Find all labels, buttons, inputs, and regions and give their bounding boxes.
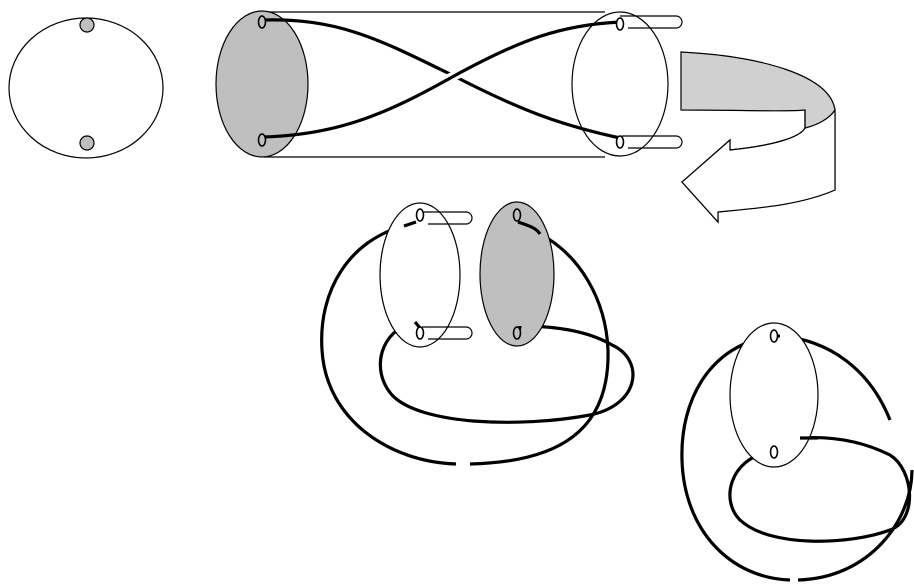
right-disk-upper-hole-icon (512, 208, 522, 222)
upper-peg (620, 15, 683, 29)
final-knot-panel (680, 322, 914, 582)
arrow-head (681, 107, 836, 224)
left-disk-lower-hole-icon (415, 326, 425, 340)
outer-loop-right (469, 232, 610, 466)
joined-disks-panel (320, 201, 635, 466)
left-joined-disk (379, 202, 461, 348)
final-outer-loop-right (797, 469, 914, 582)
final-lower-hole-icon (769, 445, 779, 459)
outer-loop-left (320, 224, 457, 466)
left-lower-hole-icon (257, 133, 267, 147)
strand-b (262, 20, 621, 139)
lower-peg (622, 135, 683, 149)
left-end-disk (215, 10, 309, 158)
final-outer-loop-left (680, 334, 791, 582)
lower-hole-icon (79, 135, 95, 151)
left-disk-upper-peg (420, 211, 473, 225)
left-disk-upper-hole-icon (415, 208, 425, 222)
right-joined-disk (479, 201, 555, 347)
tube-panel (215, 10, 683, 158)
curved-arrow (680, 51, 836, 224)
right-upper-hole-icon (615, 17, 625, 31)
final-disk (729, 322, 819, 468)
cross-section-disk (8, 17, 164, 159)
left-upper-hole-icon (257, 15, 267, 29)
right-lower-hole-icon (615, 135, 625, 149)
upper-hole-icon (79, 17, 95, 33)
inner-loop (378, 320, 635, 424)
right-disk-lower-hole-icon (512, 326, 522, 340)
left-disk-lower-peg (422, 326, 473, 340)
final-upper-hole-icon (769, 329, 779, 343)
right-end-disk (571, 11, 669, 157)
final-inner-loop (728, 435, 912, 543)
